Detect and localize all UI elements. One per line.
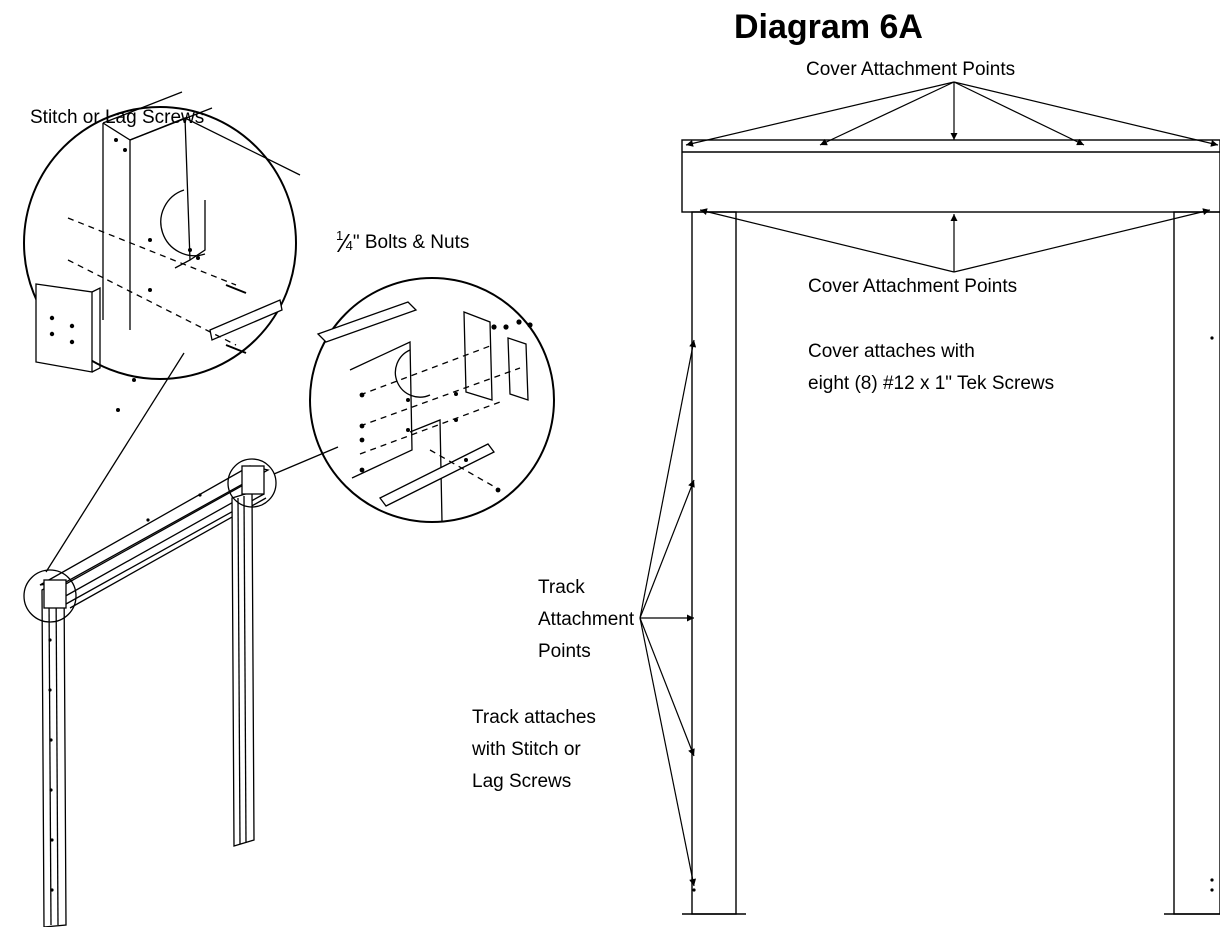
track-attaches-line3: Lag Screws <box>472 771 572 792</box>
front-elevation-frame <box>681 139 1220 915</box>
cover-attaches-line2: eight (8) #12 x 1" Tek Screws <box>808 373 1055 394</box>
cover-attaches-line1: Cover attaches with <box>808 341 975 362</box>
post-screw-dots <box>48 493 202 892</box>
detail-magnified-bolts <box>309 277 555 523</box>
front-right-post <box>1173 211 1220 915</box>
fraction-denominator: 4 <box>345 238 353 253</box>
bolts-nuts-label: 1⁄4" Bolts & Nuts <box>336 228 470 258</box>
track-attaches-line2: with Stitch or <box>472 739 581 760</box>
detail-circle-right <box>227 458 277 508</box>
detail-circle-left <box>23 569 77 623</box>
diagram-title: Diagram 6A <box>734 8 923 46</box>
callout-line-left <box>45 352 185 573</box>
front-left-post <box>691 211 737 915</box>
lag-screws <box>225 284 247 354</box>
cover-points-bottom-label: Cover Attachment Points <box>808 276 1018 297</box>
right-post <box>231 491 255 847</box>
track-leaders <box>639 339 697 887</box>
track-attaches-line1: Track attaches <box>472 707 596 728</box>
isometric-frame <box>23 352 339 927</box>
left-post <box>41 576 67 927</box>
front-screw-dots <box>692 336 1214 892</box>
track-points-line2: Attachment <box>538 609 635 630</box>
track-points-line3: Points <box>538 641 591 662</box>
front-header <box>681 139 1220 213</box>
bolts-nuts-suffix: " Bolts & Nuts <box>352 232 470 253</box>
detail-magnified-stitch <box>23 91 301 380</box>
bolt-heads <box>359 319 533 493</box>
cover-leaders-bottom <box>699 208 1211 273</box>
fraction-numerator: 1 <box>336 228 344 243</box>
stitch-detail-holes <box>49 138 200 412</box>
callout-line-right <box>273 446 339 475</box>
cover-points-top-label: Cover Attachment Points <box>806 59 1016 80</box>
cover-leaders-top <box>685 81 1219 147</box>
stitch-lag-screws-label: Stitch or Lag Screws <box>30 107 205 128</box>
track-points-line1: Track <box>538 577 585 598</box>
